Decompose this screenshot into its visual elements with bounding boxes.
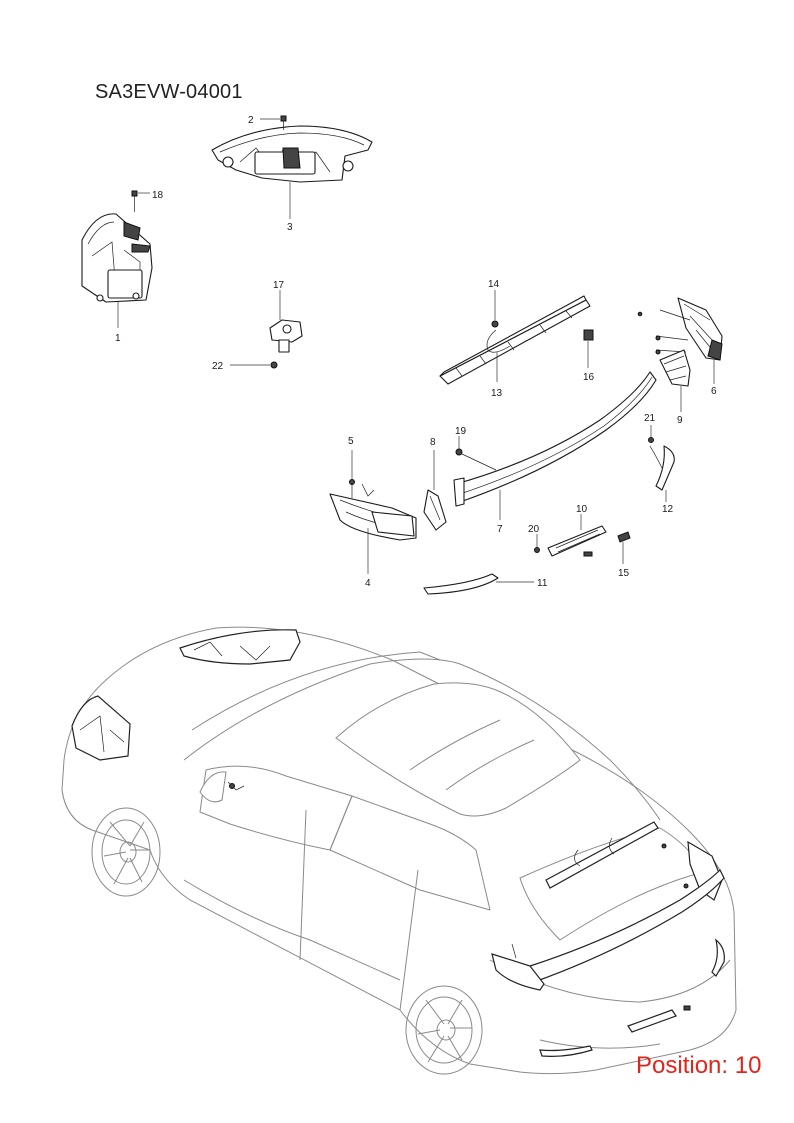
part-16-clip[interactable] — [583, 329, 594, 341]
part-3-front-lamp-assembly[interactable] — [211, 125, 373, 183]
callout-18[interactable]: 18 — [152, 190, 164, 201]
part-4-tail-lamp-left[interactable] — [329, 493, 417, 541]
callout-5[interactable]: 5 — [348, 436, 354, 447]
callout-2[interactable]: 2 — [248, 115, 254, 126]
position-indicator: Position: 10 — [636, 1052, 762, 1079]
callout-8[interactable]: 8 — [430, 437, 436, 448]
vehicle-highlight-rear-strip — [545, 821, 659, 889]
part-2-screw[interactable] — [280, 115, 287, 130]
callout-22[interactable]: 22 — [212, 361, 224, 372]
callout-19[interactable]: 19 — [455, 426, 467, 437]
part-6-bolts — [637, 309, 691, 355]
callout-13[interactable]: 13 — [491, 388, 503, 399]
part-14-fastener[interactable] — [491, 320, 499, 328]
callout-12[interactable]: 12 — [662, 504, 674, 515]
part-18-screw[interactable] — [131, 190, 138, 212]
callout-3[interactable]: 3 — [287, 222, 293, 233]
vehicle-highlight-headlamp — [71, 695, 131, 761]
part-10-license-lamp[interactable] — [547, 525, 607, 557]
vehicle-highlight-reflectors — [539, 938, 725, 1057]
callout-17[interactable]: 17 — [273, 280, 285, 291]
callout-20[interactable]: 20 — [528, 524, 540, 535]
part-8-tail-lamp-inner-left[interactable] — [423, 489, 447, 531]
callout-4[interactable]: 4 — [365, 578, 371, 589]
callout-6[interactable]: 6 — [711, 386, 717, 397]
vehicle-highlight-tail-lamp-left — [491, 943, 545, 991]
part-15-clip[interactable] — [617, 531, 631, 543]
part-19-bolt[interactable] — [455, 448, 463, 456]
callout-14[interactable]: 14 — [488, 279, 500, 290]
part-11-lower-strip[interactable] — [423, 573, 499, 595]
part-6-rear-lamp-right[interactable] — [677, 297, 723, 361]
callout-1[interactable]: 1 — [115, 333, 121, 344]
part-20-screw[interactable] — [534, 547, 540, 553]
diagram-code-title: SA3EVW-04001 — [95, 81, 243, 103]
part-7-rear-light-bar[interactable] — [453, 371, 657, 507]
part-1-headlamp-unit[interactable] — [81, 213, 153, 303]
callout-15[interactable]: 15 — [618, 568, 630, 579]
callout-10[interactable]: 10 — [576, 504, 588, 515]
part-9-rear-lamp-inner-right[interactable] — [659, 349, 691, 387]
callout-11[interactable]: 11 — [537, 578, 548, 589]
callout-9[interactable]: 9 — [677, 415, 683, 426]
vehicle-locator-outline — [61, 626, 737, 1075]
vehicle-highlight-connector — [227, 781, 245, 791]
part-12-harness — [649, 445, 663, 469]
part-22-nut[interactable] — [270, 361, 278, 369]
part-5-bolt[interactable] — [349, 479, 375, 499]
part-12-reflector-right[interactable] — [655, 445, 675, 491]
vehicle-highlight-license-lamp — [627, 1005, 691, 1033]
part-17-connector[interactable] — [269, 319, 303, 353]
vehicle-highlight-front-lamp-bar — [179, 629, 301, 665]
part-21-fastener[interactable] — [648, 437, 654, 443]
callout-7[interactable]: 7 — [497, 524, 503, 535]
callout-16[interactable]: 16 — [583, 372, 595, 383]
vehicle-highlight-rear-light-bar — [529, 868, 725, 983]
callout-21[interactable]: 21 — [644, 413, 656, 424]
part-13-rear-upper-strip[interactable] — [439, 295, 591, 385]
